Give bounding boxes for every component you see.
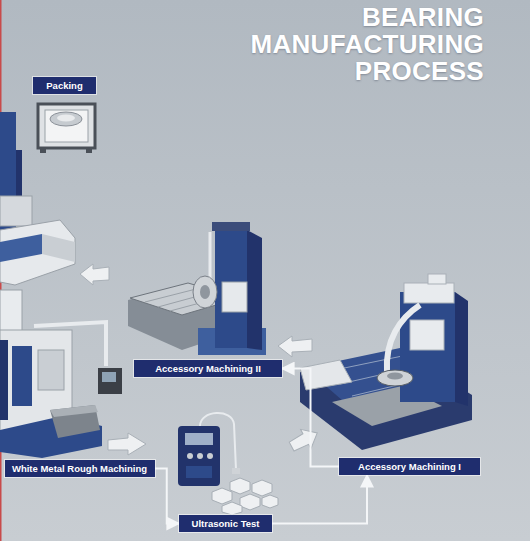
cut-off-machine-part [0, 196, 32, 226]
packing-crate-part [45, 110, 88, 142]
flow-arrow-part [286, 423, 322, 456]
boring-machine-2-part [145, 288, 200, 302]
rough-machining-lathe-part [0, 340, 8, 420]
rough-machining-lathe [0, 290, 122, 458]
label-text: Accessory Machining I [358, 461, 461, 472]
flow-connector [272, 475, 367, 524]
rough-machining-lathe-part [12, 346, 32, 406]
rough-machining-lathe-part [38, 350, 64, 390]
test-parts-part [252, 480, 272, 496]
cut-off-machine [0, 112, 75, 285]
ultrasonic-tester-part [178, 426, 220, 486]
boring-machine-1-part [410, 320, 444, 350]
ultrasonic-tester-part [185, 433, 213, 445]
flow-arrow [108, 433, 146, 455]
boring-machine-1-part [377, 370, 413, 386]
boring-machine-2-part [215, 230, 247, 348]
boring-machine-2-part [212, 222, 250, 231]
label-text: Packing [46, 80, 82, 91]
packing-crate-part [57, 115, 75, 122]
boring-machine-1-part [455, 292, 468, 406]
boring-machine-2-part [209, 232, 212, 280]
flow-arrow [286, 423, 322, 456]
ultrasonic-tester-part [197, 453, 203, 459]
rough-machining-lathe-part [34, 322, 106, 366]
ultrasonic-tester-part [186, 466, 212, 478]
test-parts-part [212, 488, 232, 504]
label-text: White Metal Rough Machining [12, 463, 147, 474]
cut-off-machine-part [0, 234, 42, 262]
boring-machine-1-part [300, 360, 352, 390]
boring-machine-1-part [428, 274, 446, 284]
cut-off-machine-part [0, 220, 75, 285]
boring-machine-2-part [200, 285, 210, 299]
boring-machine-1 [300, 274, 472, 450]
boring-machine-2-part [222, 282, 247, 312]
flow-arrow-part [80, 264, 109, 285]
process-label: White Metal Rough Machining [5, 460, 155, 477]
boring-machine-1-part [387, 373, 403, 380]
rough-machining-lathe-part [50, 405, 100, 438]
rough-machining-lathe-part [98, 368, 122, 394]
cut-off-machine-part [42, 234, 75, 262]
flow-connector [282, 369, 339, 467]
flow-arrow-part [108, 433, 146, 455]
boring-machine-1-part [387, 305, 420, 372]
flow-connector [155, 469, 180, 524]
flow-arrow-part [278, 336, 312, 357]
label-text: Ultrasonic Test [192, 518, 260, 529]
test-parts [212, 478, 278, 515]
test-parts-part [240, 494, 260, 510]
packing-crate-part [50, 112, 82, 126]
boring-machine-1-part [404, 283, 454, 303]
ultrasonic-tester [178, 413, 240, 486]
test-parts-part [230, 478, 250, 494]
packing-crate-part [38, 104, 95, 148]
boring-machine-1-part [400, 292, 455, 402]
rough-machining-lathe-part [102, 372, 116, 382]
rough-machining-lathe-part [0, 290, 22, 335]
test-parts-part [262, 495, 278, 508]
flow-arrow [278, 336, 312, 357]
process-label: Accessory Machining II [134, 360, 282, 377]
process-label: Packing [33, 77, 96, 94]
process-label: Ultrasonic Test [179, 515, 272, 532]
packing-crate [38, 104, 95, 153]
flow-arrow [80, 264, 109, 285]
boring-machine-2-part [247, 230, 262, 350]
boring-machine-2 [128, 222, 266, 355]
ultrasonic-tester-part [207, 453, 213, 459]
diagram-title: BEARING MANUFACTURING PROCESS [228, 4, 484, 85]
test-parts-part [222, 502, 242, 515]
label-text: Accessory Machining II [155, 363, 261, 374]
process-label: Accessory Machining I [339, 458, 480, 475]
boring-machine-2-part [193, 276, 217, 308]
rough-machining-lathe-part [50, 405, 98, 417]
ultrasonic-tester-part [187, 453, 193, 459]
ultrasonic-tester-part [232, 468, 240, 474]
